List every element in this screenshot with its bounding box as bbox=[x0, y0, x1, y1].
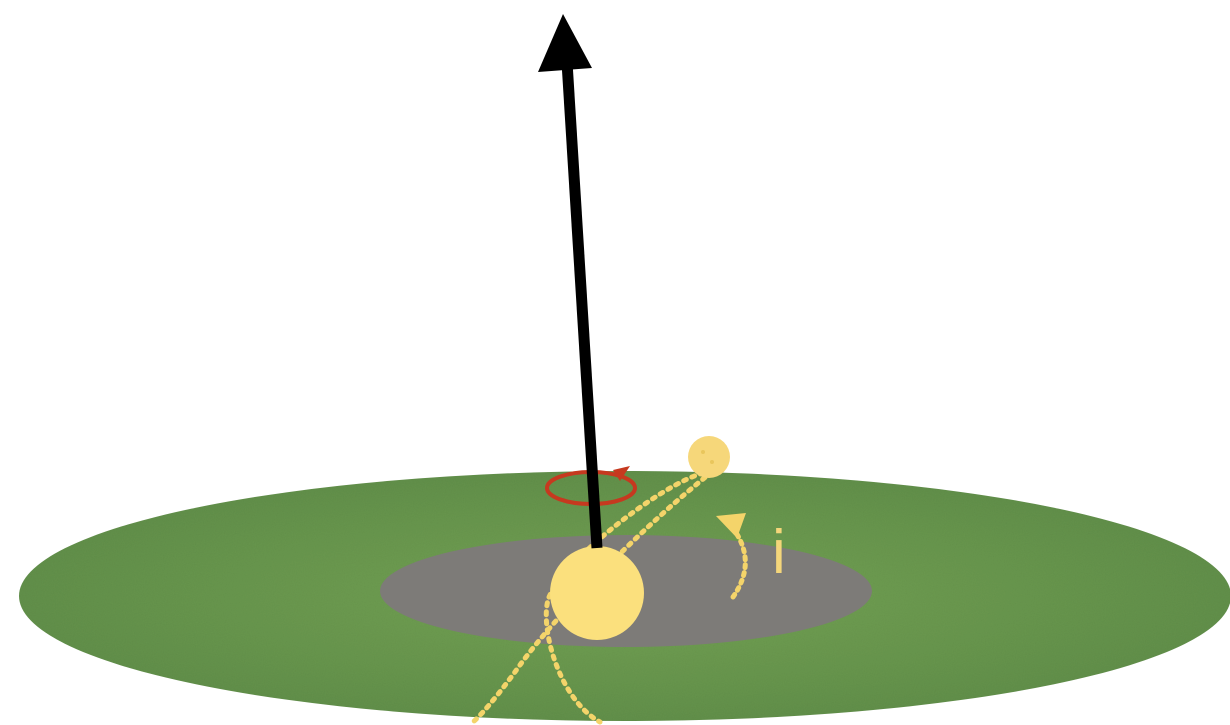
companion-body-spot bbox=[701, 450, 705, 454]
spin-axis-arrowhead bbox=[538, 14, 592, 72]
companion-body bbox=[688, 436, 730, 478]
inclination-label: i bbox=[772, 522, 786, 584]
companion-body-spot bbox=[710, 460, 714, 464]
central-star bbox=[550, 546, 644, 640]
